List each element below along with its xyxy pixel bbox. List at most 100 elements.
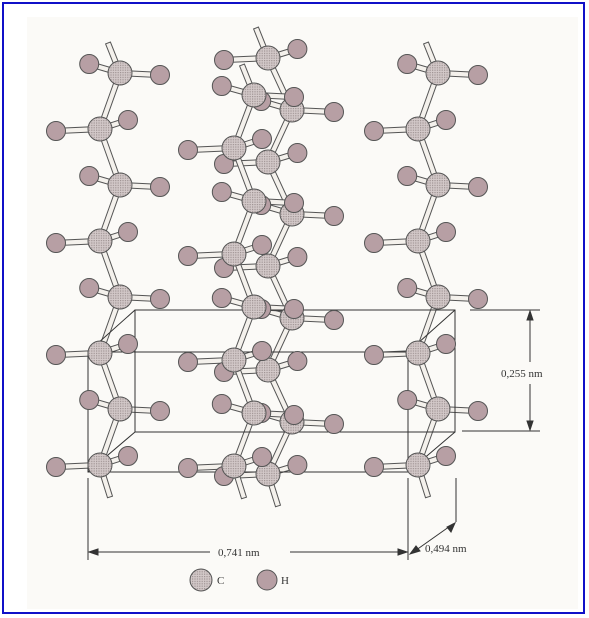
hydrogen-atom	[287, 351, 308, 371]
carbon-atom	[255, 45, 281, 71]
hydrogen-atom	[150, 401, 170, 421]
hydrogen-atom	[79, 166, 100, 186]
hydrogen-atom	[287, 39, 308, 59]
hydrogen-atom	[252, 129, 272, 149]
hydrogen-atom	[150, 289, 170, 309]
legend-hydrogen-swatch	[256, 569, 278, 591]
hydrogen-atom	[364, 457, 384, 477]
hydrogen-atom	[284, 299, 304, 319]
hydrogen-atom	[178, 352, 198, 372]
hydrogen-atom	[397, 278, 418, 298]
carbon-atom	[107, 172, 133, 198]
carbon-atom	[107, 396, 133, 422]
unit-cell-depth-edges	[87, 309, 456, 473]
hydrogen-atom	[397, 390, 418, 410]
hydrogen-atom	[468, 65, 488, 85]
hydrogen-atom	[252, 447, 272, 467]
dimension-width-right-arrow	[397, 548, 409, 556]
carbon-atom	[221, 347, 247, 373]
carbon-atom	[405, 452, 431, 478]
hydrogen-atom	[211, 76, 232, 96]
hydrogen-atom	[436, 222, 456, 242]
atom-legend: C H	[189, 568, 289, 592]
carbon-atom	[221, 135, 247, 161]
legend-carbon-label: C	[217, 575, 224, 587]
hydrogen-atom	[79, 54, 100, 74]
carbon-atom	[425, 396, 451, 422]
hydrogen-atom	[79, 278, 100, 298]
hydrogen-atom	[211, 182, 232, 202]
hydrogen-atom	[150, 65, 170, 85]
hydrogen-atom	[46, 457, 66, 477]
hydrogen-atom	[468, 177, 488, 197]
dimension-width: 0,741 nm	[87, 478, 409, 560]
hydrogen-atom	[214, 50, 234, 70]
hydrogen-atom	[118, 446, 138, 466]
hydrogen-atom	[287, 247, 308, 267]
hydrogen-atom	[324, 414, 344, 434]
legend-carbon-swatch	[189, 568, 213, 592]
hydrogen-atom	[150, 177, 170, 197]
hydrogen-atom	[287, 143, 308, 163]
hydrogen-atom	[364, 233, 384, 253]
carbon-atom	[241, 188, 267, 214]
hydrogen-atom	[118, 334, 138, 354]
legend-hydrogen-label: H	[281, 575, 289, 587]
hydrogen-atom	[364, 345, 384, 365]
carbon-atom	[405, 228, 431, 254]
dimension-height: 0,255 nm	[462, 309, 543, 432]
hydrogen-atom	[46, 121, 66, 141]
dimension-width-left-arrow	[87, 548, 99, 556]
carbon-atom	[87, 116, 113, 142]
carbon-atom	[87, 452, 113, 478]
hydrogen-atom	[324, 310, 344, 330]
hydrogen-atom	[436, 334, 456, 354]
hydrogen-atom	[118, 222, 138, 242]
carbon-atom	[87, 228, 113, 254]
hydrogen-atom	[178, 246, 198, 266]
dimension-height-label: 0,255 nm	[501, 368, 543, 380]
hydrogen-atom	[397, 54, 418, 74]
carbon-atom	[241, 82, 267, 108]
hydrogen-atom	[46, 233, 66, 253]
dimension-depth: 0,494 nm	[408, 478, 467, 555]
hydrogen-atom	[287, 455, 308, 475]
hydrogen-atom	[468, 289, 488, 309]
carbon-atom	[221, 453, 247, 479]
hydrogen-atom	[252, 341, 272, 361]
dimension-height-top-arrow	[526, 309, 534, 321]
dimension-depth-upper-arrow	[446, 521, 457, 533]
hydrogen-atom	[178, 140, 198, 160]
carbon-atom	[425, 60, 451, 86]
carbon-atom	[405, 116, 431, 142]
dimension-width-label: 0,741 nm	[218, 547, 260, 559]
dimension-depth-lower-arrow	[408, 545, 421, 555]
hydrogen-atom	[284, 87, 304, 107]
dimension-depth-label: 0,494 nm	[425, 543, 467, 555]
hydrogen-atom	[118, 110, 138, 130]
hydrogen-atom	[211, 394, 232, 414]
hydrogen-atom	[436, 446, 456, 466]
hydrogen-atom	[178, 458, 198, 478]
carbon-atom	[107, 60, 133, 86]
hydrogen-atom	[284, 405, 304, 425]
hydrogen-atom	[364, 121, 384, 141]
hydrogen-atom	[324, 102, 344, 122]
carbon-atom	[255, 149, 281, 175]
carbon-atom	[107, 284, 133, 310]
hydrogen-atom	[436, 110, 456, 130]
hydrogen-atom	[324, 206, 344, 226]
dimension-depth-line	[411, 523, 454, 554]
carbon-atom	[255, 357, 281, 383]
carbon-atom	[87, 340, 113, 366]
carbon-atom	[425, 172, 451, 198]
hydrogen-atom	[397, 166, 418, 186]
carbon-atom	[221, 241, 247, 267]
hydrogen-atom	[46, 345, 66, 365]
hydrogen-atom	[468, 401, 488, 421]
hydrogen-atom	[211, 288, 232, 308]
carbon-atom	[405, 340, 431, 366]
hydrogen-atom	[79, 390, 100, 410]
hydrogen-atom	[252, 235, 272, 255]
